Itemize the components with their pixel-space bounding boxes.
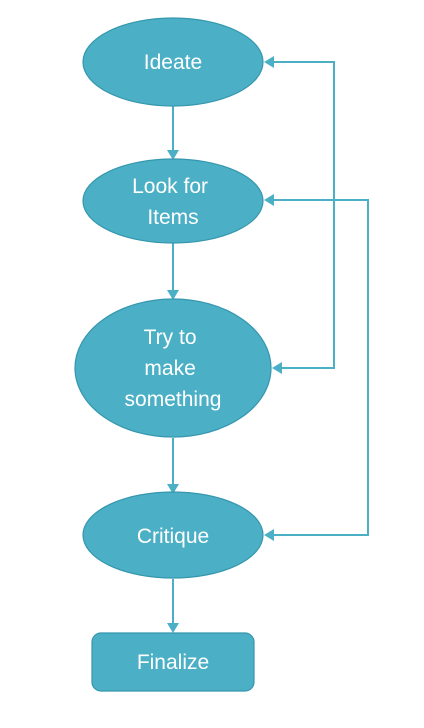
node-ideate-label: Ideate [144, 51, 202, 74]
arrowhead-feedback-into-ideate [264, 56, 274, 68]
node-ideate-line-1: Ideate [144, 51, 202, 74]
node-critique-line-1: Critique [137, 525, 209, 548]
node-critique-label: Critique [137, 525, 209, 548]
edge-critique-to-look-feedback [274, 199, 369, 536]
node-try-to-make-something-shape [74, 298, 272, 438]
connectors [167, 56, 369, 633]
node-finalize-label: Finalize [137, 651, 209, 674]
arrowhead-try-to-critique [167, 484, 179, 494]
arrowhead-feedback-into-critique [264, 529, 274, 541]
node-ideate-shape [82, 17, 264, 107]
node-ideate: Ideate [82, 17, 264, 107]
node-try-line-2: make [144, 357, 195, 380]
arrowhead-look-to-try [167, 290, 179, 300]
arrowhead-feedback-into-try [272, 362, 282, 374]
node-finalize-shape [91, 632, 255, 692]
node-critique-shape [82, 491, 264, 579]
edge-try-to-ideate-feedback [274, 61, 335, 369]
node-finalize: Finalize [91, 632, 255, 692]
node-critique: Critique [82, 491, 264, 579]
node-look-for-items-line-2: Items [147, 206, 198, 229]
node-look-for-items-line-1: Look for [132, 175, 208, 198]
node-look-for-items: Look for Items [82, 158, 264, 244]
node-look-for-items-shape [82, 158, 264, 244]
node-try-line-3: something [125, 388, 222, 411]
arrowhead-ideate-to-look [167, 150, 179, 160]
node-try-to-make-something: Try to make something [74, 298, 272, 438]
arrowhead-critique-to-finalize [167, 623, 179, 633]
node-look-for-items-label: Look for Items [132, 175, 214, 229]
node-finalize-line-1: Finalize [137, 651, 209, 674]
arrowhead-feedback-into-look [264, 194, 274, 206]
node-try-line-1: Try to [144, 326, 197, 349]
node-try-to-make-something-label: Try to make something [125, 326, 222, 411]
